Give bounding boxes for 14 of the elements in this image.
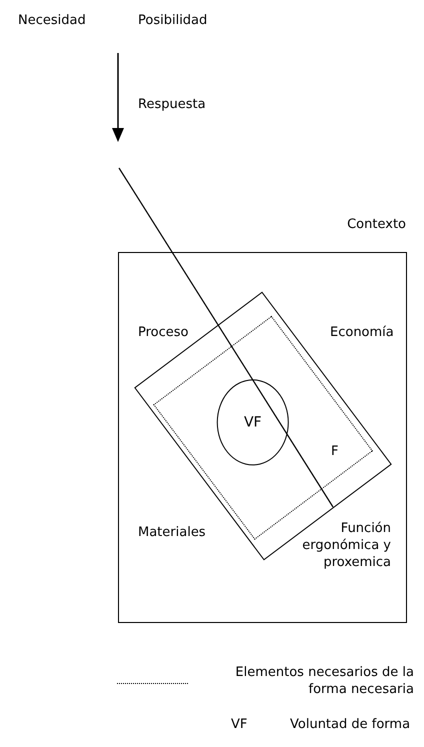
label: VF	[231, 716, 248, 733]
label: Respuesta	[138, 96, 206, 113]
legend-text: Elementos necesarios de la forma necesaria	[234, 664, 414, 698]
label: Posibilidad	[138, 12, 208, 29]
label: Proceso	[138, 324, 188, 341]
label: F	[331, 443, 338, 460]
node-label: VF	[244, 414, 262, 431]
label: Economía	[330, 324, 394, 341]
label: Materiales	[138, 524, 206, 541]
label: Función ergonómica y proxemica	[301, 520, 391, 571]
label: Necesidad	[18, 12, 86, 29]
ellipse-node	[216, 380, 289, 466]
context-label: Contexto	[347, 217, 406, 232]
legend-text: Voluntad de forma	[290, 716, 410, 733]
